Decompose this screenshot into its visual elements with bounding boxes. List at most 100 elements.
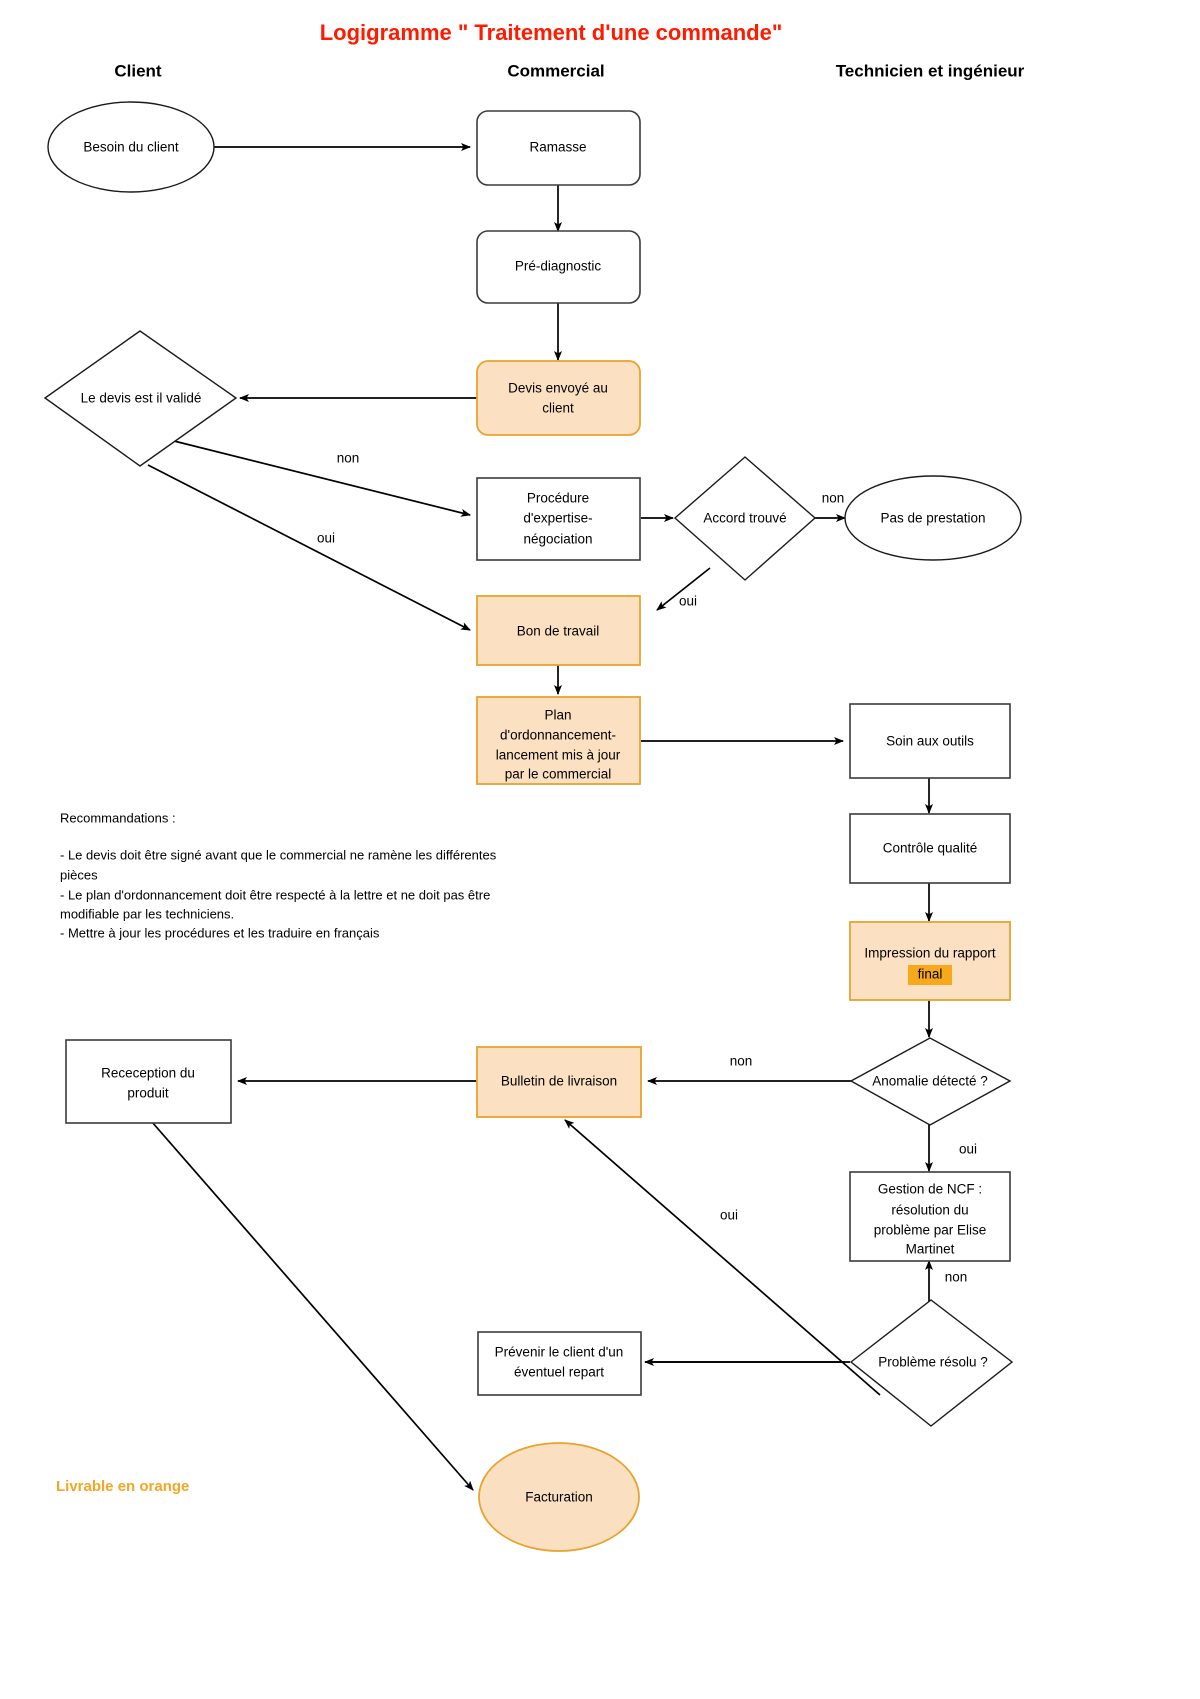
node-ramasse[interactable]: Ramasse [476,110,641,186]
node-label-line3: négociation [523,532,592,547]
node-label-line2: d'expertise- [523,511,592,526]
node-label-line3: lancement mis à jour [496,748,621,763]
legend-livrable-orange: Livrable en orange [56,1478,189,1495]
node-label-line1: Plan [544,708,571,723]
recommendations-line-5: - Mettre à jour les procédures et les tr… [60,925,380,940]
lane-header-client: Client [114,61,162,80]
node-label: Anomalie détecté ? [872,1074,988,1089]
node-label-line1: Devis envoyé au [508,381,608,396]
node-label: Le devis est il validé [81,391,202,406]
node-label: Besoin du client [83,140,179,155]
node-label-line4: par le commercial [505,767,612,782]
node-label-line1: Impression du rapport [864,946,996,961]
node-label-line4: Martinet [906,1242,955,1257]
node-facturation[interactable]: Facturation [478,1442,640,1552]
roundrect-shape [476,230,641,304]
node-label: Problème résolu ? [878,1355,988,1370]
ellipse-shape [47,101,215,193]
node-prevenir-le-client[interactable]: Prévenir le client d'un éventuel repart [477,1331,642,1396]
node-pre-diagnostic[interactable]: Pré-diagnostic [476,230,641,304]
node-label-line2: produit [127,1086,169,1101]
page-title: Logigramme " Traitement d'une commande" [320,20,783,45]
node-plan-ordonnancement[interactable]: Plan d'ordonnancement- lancement mis à j… [476,696,641,785]
text-highlight [908,965,952,985]
roundrect-shape [476,360,641,436]
rect-shape [476,1046,642,1118]
node-impression-du-rapport-final[interactable]: Impression du rapport final [849,921,1011,1001]
node-label-line1: Procédure [527,491,589,506]
node-anomalie-detecte[interactable]: Anomalie détecté ? [849,1037,1012,1126]
node-label-line1: Prévenir le client d'un [495,1345,624,1360]
edge-label-probleme-non: non [945,1270,968,1285]
node-receception-du-produit[interactable]: Receception du produit [65,1039,232,1124]
node-le-devis-est-il-valide[interactable]: Le devis est il validé [43,330,238,467]
node-probleme-resolu[interactable]: Problème résolu ? [849,1299,1014,1427]
roundrect-shape [476,110,641,186]
rect-shape [849,813,1011,884]
edge-label-validation-non: non [337,451,360,466]
node-label-line2: éventuel repart [514,1365,604,1380]
node-label: Facturation [525,1490,593,1505]
node-label: Accord trouvé [703,511,786,526]
node-label-line2: d'ordonnancement- [500,728,616,743]
rect-shape [476,477,641,561]
rect-shape [849,1171,1011,1262]
recommendations-block: Recommandations : - Le devis doit être s… [60,810,497,940]
edge-label-anomalie-oui: oui [959,1142,977,1157]
node-label: Bon de travail [517,624,600,639]
lane-header-commercial: Commercial [507,61,604,80]
node-label-line2: résolution du [891,1203,968,1218]
diamond-shape [673,456,817,581]
edge-label-probleme-oui: oui [720,1208,738,1223]
node-soin-aux-outils[interactable]: Soin aux outils [849,703,1011,779]
node-bulletin-de-livraison[interactable]: Bulletin de livraison [476,1046,642,1118]
edge-label-validation-oui: oui [317,531,335,546]
rect-shape [477,1331,642,1396]
ellipse-shape [844,475,1022,561]
node-label-line1: Receception du [101,1066,195,1081]
edge-label-accord-oui: oui [679,594,697,609]
node-devis-envoye-au-client[interactable]: Devis envoyé au client [476,360,641,436]
recommendations-line-2: pièces [60,867,98,882]
diamond-shape [849,1299,1014,1427]
rect-shape [65,1039,232,1124]
edge-label-accord-non: non [822,491,845,506]
edge-probleme-bulletin [564,1119,881,1396]
edge-label-anomalie-non: non [730,1054,753,1069]
edge-validation-bontravail [147,464,471,631]
node-controle-qualite[interactable]: Contrôle qualité [849,813,1011,884]
ellipse-shape [478,1442,640,1552]
rect-shape [476,595,641,666]
node-procedure-expertise-negociation[interactable]: Procédure d'expertise- négociation [476,477,641,561]
rect-shape [476,696,641,785]
node-besoin-du-client[interactable]: Besoin du client [47,101,215,193]
recommendations-line-3: - Le plan d'ordonnancement doit être res… [60,887,490,902]
node-label-line3: problème par Elise [874,1223,987,1238]
recommendations-line-1: - Le devis doit être signé avant que le … [60,847,497,862]
node-bon-de-travail[interactable]: Bon de travail [476,595,641,666]
node-label: Ramasse [529,140,586,155]
node-pas-de-prestation[interactable]: Pas de prestation [844,475,1022,561]
connector-layer [147,143,933,1491]
diamond-shape [43,330,238,467]
edge-accord-bontravail [656,567,711,611]
node-label: Pas de prestation [880,511,985,526]
node-label: Contrôle qualité [883,841,978,856]
lane-header-technicien: Technicien et ingénieur [836,61,1025,80]
edge-validation-procedure [169,439,471,517]
edge-reception-facturation [151,1121,474,1491]
rect-shape [849,921,1011,1001]
node-accord-trouve[interactable]: Accord trouvé [673,456,817,581]
node-label: Bulletin de livraison [501,1074,617,1089]
node-label: Soin aux outils [886,734,974,749]
node-label: Pré-diagnostic [515,259,602,274]
node-label-line2: final [918,967,943,982]
recommendations-line-4: modifiable par les techniciens. [60,906,234,921]
node-gestion-de-ncf[interactable]: Gestion de NCF : résolution du problème … [849,1171,1011,1262]
node-label-line2: client [542,401,574,416]
node-label-line1: Gestion de NCF : [878,1182,982,1197]
recommendations-heading: Recommandations : [60,810,176,825]
rect-shape [849,703,1011,779]
